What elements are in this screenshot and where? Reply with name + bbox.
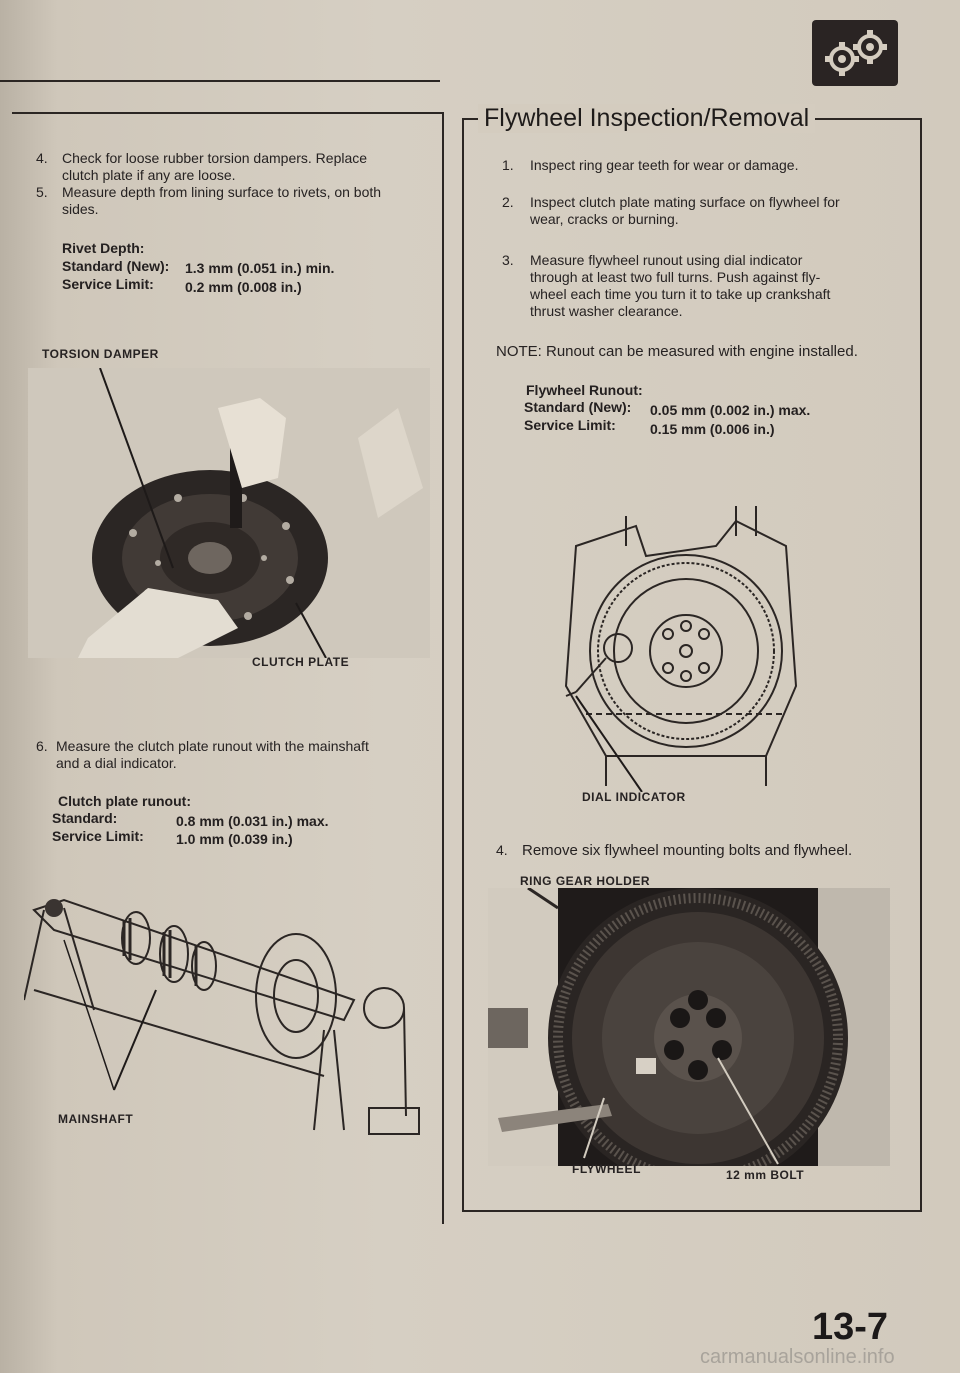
- step-5-line-1: Measure depth from lining surface to riv…: [62, 184, 382, 200]
- step-3-line-3: wheel each time you turn it to take up c…: [530, 286, 831, 302]
- rivet-standard-label: Standard (New):: [62, 258, 170, 274]
- page-number: 13-7: [812, 1306, 889, 1348]
- rivet-depth-title: Rivet Depth:: [62, 240, 145, 256]
- runout-service-value: 1.0 mm (0.039 in.): [176, 831, 293, 847]
- section-title: Flywheel Inspection/Removal: [478, 104, 816, 133]
- step-1-number: 1.: [502, 157, 514, 173]
- caption-torsion-damper: TORSION DAMPER: [42, 347, 159, 361]
- step-2-number: 2.: [502, 194, 514, 210]
- runout-standard-label: Standard:: [52, 810, 118, 826]
- rivet-service-label: Service Limit:: [62, 276, 154, 292]
- caption-mainshaft: MAINSHAFT: [58, 1112, 134, 1126]
- step-4-line-2: clutch plate if any are loose.: [62, 167, 236, 183]
- step-4-line-1: Check for loose rubber torsion dampers. …: [62, 150, 368, 166]
- runout-title: Clutch plate runout:: [58, 793, 191, 809]
- step-6-line-1: Measure the clutch plate runout with the…: [56, 738, 369, 754]
- step-3-number: 3.: [502, 252, 514, 268]
- step-4-remove-number: 4.: [496, 842, 508, 858]
- step-6-line-2: and a dial indicator.: [56, 755, 177, 771]
- left-frame: [12, 112, 444, 1224]
- flywheel-standard-label: Standard (New):: [524, 399, 632, 415]
- gears-icon: [812, 20, 898, 86]
- flywheel-service-value: 0.15 mm (0.006 in.): [650, 421, 775, 437]
- rivet-standard-value: 1.3 mm (0.051 in.) min.: [185, 260, 335, 276]
- clutch-plate-photo: [28, 368, 430, 658]
- caption-dial-indicator: DIAL INDICATOR: [582, 790, 686, 804]
- top-rule: [0, 80, 440, 82]
- step-1-line-1: Inspect ring gear teeth for wear or dama…: [530, 157, 799, 173]
- flywheel-runout-diagram: [546, 506, 816, 792]
- step-2-line-2: wear, cracks or burning.: [530, 211, 679, 227]
- step-6-number: 6.: [36, 738, 48, 754]
- runout-standard-value: 0.8 mm (0.031 in.) max.: [176, 813, 329, 829]
- runout-service-label: Service Limit:: [52, 828, 144, 844]
- step-5-number: 5.: [36, 184, 48, 200]
- flywheel-service-label: Service Limit:: [524, 417, 616, 433]
- flywheel-removal-photo: [488, 888, 890, 1166]
- rivet-service-value: 0.2 mm (0.008 in.): [185, 279, 302, 295]
- flywheel-runout-title: Flywheel Runout:: [526, 382, 643, 398]
- note-text: NOTE: Runout can be measured with engine…: [496, 343, 858, 360]
- step-5-line-2: sides.: [62, 201, 99, 217]
- step-3-line-4: thrust washer clearance.: [530, 303, 683, 319]
- caption-clutch-plate: CLUTCH PLATE: [252, 655, 350, 669]
- mainshaft-runout-diagram: [24, 880, 436, 1140]
- caption-ring-gear-holder: RING GEAR HOLDER: [520, 874, 651, 888]
- step-4-number: 4.: [36, 150, 48, 166]
- caption-12mm-bolt: 12 mm BOLT: [726, 1168, 805, 1182]
- step-3-line-1: Measure flywheel runout using dial indic…: [530, 252, 803, 268]
- site-watermark: carmanualsonline.info: [700, 1346, 895, 1368]
- step-2-line-1: Inspect clutch plate mating surface on f…: [530, 194, 840, 210]
- caption-flywheel: FLYWHEEL: [572, 1162, 641, 1176]
- step-4-remove-line-1: Remove six flywheel mounting bolts and f…: [522, 842, 853, 859]
- flywheel-standard-value: 0.05 mm (0.002 in.) max.: [650, 402, 811, 418]
- step-3-line-2: through at least two full turns. Push ag…: [530, 269, 821, 285]
